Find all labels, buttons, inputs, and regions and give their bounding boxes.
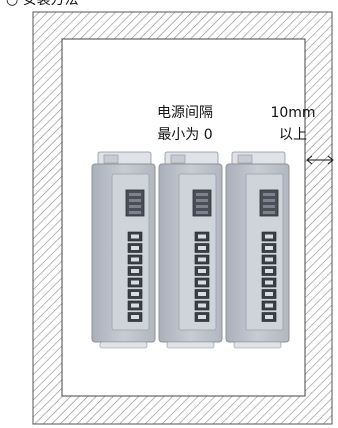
drive-terminal-screw (198, 315, 206, 319)
servo-drive (91, 151, 156, 349)
drive-terminal-screw (198, 303, 206, 308)
servo-drive-group (91, 151, 290, 349)
edge-clearance-label-line1: 10mm (270, 105, 316, 121)
mounting-method-heading: ○ 安装方法 (6, 0, 79, 8)
drive-top-vent (237, 154, 253, 164)
drive-terminal-screw (265, 315, 273, 319)
drive-terminal-screw (131, 280, 139, 285)
gap-label-line2: 最小为 0 (157, 127, 213, 143)
drive-top-vent (170, 154, 186, 164)
drive-bottom-foot (166, 341, 215, 349)
drive-pin-row (196, 193, 208, 196)
drive-terminal-screw (265, 269, 273, 273)
drive-terminal-screw (265, 292, 273, 296)
drive-pin-row (196, 199, 208, 202)
edge-clearance-label-line2: 以上 (279, 127, 307, 143)
drive-terminal-screw (198, 234, 206, 239)
servo-drive (225, 151, 290, 349)
drive-terminal-screw (131, 257, 139, 262)
drive-pin-row (196, 211, 208, 214)
servo-drive (158, 151, 223, 349)
drive-top-connector (259, 189, 279, 217)
drive-terminal-screw (198, 257, 206, 262)
drive-terminal-screw (265, 246, 273, 250)
drive-top-connector (192, 189, 212, 217)
clearance-arrow-icon (306, 155, 334, 165)
drive-terminal-screw (265, 257, 273, 262)
drive-terminal-screw (131, 303, 139, 308)
drive-terminal-screw (265, 280, 273, 285)
drive-bottom-foot (99, 341, 148, 349)
drive-pin-row (263, 199, 275, 202)
gap-label-line1: 电源间隔 (157, 105, 213, 121)
drive-pin-row (129, 193, 141, 196)
drive-terminal-screw (198, 292, 206, 296)
drive-pin-row (129, 205, 141, 208)
drive-terminal-screw (131, 269, 139, 273)
drive-terminal-screw (131, 234, 139, 239)
drive-terminal-screw (131, 315, 139, 319)
drive-pin-row (263, 211, 275, 214)
drive-terminal-screw (198, 280, 206, 285)
drive-pin-row (263, 205, 275, 208)
drive-top-vent (103, 154, 119, 164)
drive-bottom-foot (233, 341, 282, 349)
drive-terminal-screw (265, 303, 273, 308)
drive-pin-row (129, 211, 141, 214)
drive-terminal-screw (198, 269, 206, 273)
drive-terminal-screw (131, 246, 139, 250)
drive-top-connector (125, 189, 145, 217)
drive-pin-row (196, 205, 208, 208)
drive-terminal-screw (198, 246, 206, 250)
drive-terminal-screw (265, 234, 273, 239)
drive-pin-row (129, 199, 141, 202)
drive-pin-row (263, 193, 275, 196)
drive-terminal-screw (131, 292, 139, 296)
